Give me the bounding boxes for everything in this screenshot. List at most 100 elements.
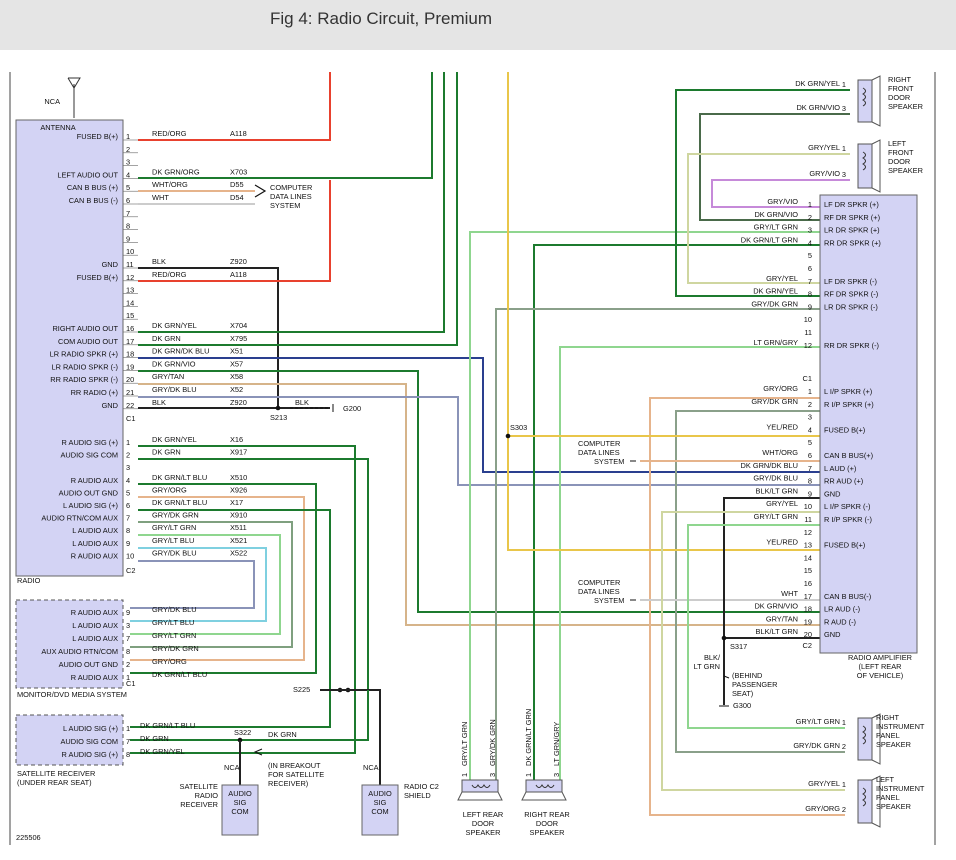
sp-line: INSTRUMENT bbox=[876, 722, 925, 731]
wire-color-label: DK GRN/YEL bbox=[152, 435, 197, 444]
radio-pin-number: 18 bbox=[126, 350, 134, 359]
wire-color-label: GRY/DK BLU bbox=[753, 474, 798, 483]
monitor-pin-number: 8 bbox=[126, 647, 130, 656]
wire-color-label: GRY/ORG bbox=[763, 384, 798, 393]
amplifier-box bbox=[819, 194, 918, 654]
amp-pin-function: RR DR SPKR (-) bbox=[824, 341, 879, 350]
radio-box bbox=[15, 119, 124, 577]
wire-color-label: WHT/ORG bbox=[152, 180, 188, 189]
connector-label: C2 bbox=[803, 641, 812, 650]
circuit-label: X16 bbox=[230, 435, 243, 444]
speaker-icon bbox=[871, 75, 881, 127]
wire-color-label: DK GRN/YEL bbox=[140, 747, 185, 756]
wire-color-label: GRY/TAN bbox=[766, 614, 798, 623]
coil-icon bbox=[862, 725, 866, 745]
radio-pin-number: 21 bbox=[126, 388, 134, 397]
wire-color-label: DK GRN/LT BLU bbox=[152, 473, 207, 482]
speaker-icon bbox=[461, 779, 499, 793]
wire-lr-spkr-plus bbox=[138, 357, 820, 473]
amp-pin-number: 17 bbox=[804, 592, 812, 601]
splice-label: S225 bbox=[293, 685, 310, 694]
cap-line: RADIO C2 bbox=[404, 782, 439, 791]
speaker-pin: 1 bbox=[842, 144, 846, 153]
speaker-icon bbox=[871, 775, 881, 828]
radio-pin-number: 17 bbox=[126, 337, 134, 346]
wire-color-label: DK GRN/VIO bbox=[754, 210, 798, 219]
sp-line: DOOR bbox=[472, 819, 494, 828]
connector-label: C1 bbox=[126, 414, 135, 423]
circuit-label: X52 bbox=[230, 385, 243, 394]
circuit-label: Z920 bbox=[230, 257, 247, 266]
amp-pin-number: 6 bbox=[808, 451, 812, 460]
splice-label: S317 bbox=[730, 642, 747, 651]
radio-pin-number: 5 bbox=[126, 488, 130, 497]
radio-pin-function: GND bbox=[102, 401, 118, 410]
wire-color-label: DK GRN bbox=[152, 448, 181, 457]
wire-color-label: DK GRN/LT GRN bbox=[741, 235, 798, 244]
speaker-pin: 1 bbox=[842, 80, 846, 89]
wire-r-audio-aux-2 bbox=[130, 560, 255, 609]
coil-icon bbox=[471, 784, 491, 788]
amp-pin-function: GND bbox=[824, 489, 840, 498]
speaker-icon bbox=[525, 779, 563, 793]
amp-pin-number: 3 bbox=[808, 413, 812, 422]
amp-pin-function: R AUD (-) bbox=[824, 617, 856, 626]
radio-pin-function: LR RADIO SPKR (+) bbox=[50, 350, 118, 359]
amp-pin-function: GND bbox=[824, 630, 840, 639]
connector-label: C1 bbox=[126, 679, 135, 688]
sp-line: SPEAKER bbox=[466, 828, 501, 837]
sat-line: (UNDER REAR SEAT) bbox=[17, 778, 92, 787]
sp-line: DOOR bbox=[888, 93, 910, 102]
wire-color-label: DK GRN/YEL bbox=[753, 287, 798, 296]
cdl-line: COMPUTER bbox=[578, 578, 620, 587]
amp-pin-function: CAN B BUS(+) bbox=[824, 451, 873, 460]
wire-color-label: LT GRN/GRY bbox=[552, 722, 561, 766]
wire-l-audio-aux bbox=[130, 534, 281, 635]
wire-color-label: DK GRN/VIO bbox=[796, 103, 840, 112]
wire-color-label: GRY/LT GRN bbox=[152, 631, 196, 640]
wire-color-label: DK GRN bbox=[140, 734, 169, 743]
amp-pin-number: 12 bbox=[804, 341, 812, 350]
circuit-label: X521 bbox=[230, 536, 247, 545]
amp-pin-number: 1 bbox=[808, 387, 812, 396]
wire-color-label: DK GRN/VIO bbox=[754, 602, 798, 611]
cdl-line: SYSTEM bbox=[594, 457, 624, 466]
amp-pin-function: R I/P SPKR (-) bbox=[824, 515, 872, 524]
circuit-label: X926 bbox=[230, 485, 247, 494]
wire-color-label: BLK bbox=[152, 257, 166, 266]
radio-pin-function: AUDIO RTN/COM AUX bbox=[41, 514, 118, 523]
figure-header: Fig 4: Radio Circuit, Premium bbox=[0, 0, 956, 50]
satellite-pin-function: L AUDIO SIG (+) bbox=[63, 724, 118, 733]
radio-pin-number: 16 bbox=[126, 324, 134, 333]
radio-pin-number: 15 bbox=[126, 311, 134, 320]
amp-pin-function: FUSED B(+) bbox=[824, 541, 865, 550]
splice-label: S322 bbox=[234, 728, 251, 737]
box-line: COM bbox=[231, 807, 248, 816]
radio-pin-number: 3 bbox=[126, 158, 130, 167]
wire-right-audio-out bbox=[138, 72, 445, 333]
satellite-box bbox=[15, 714, 124, 766]
satellite-pin-number: 1 bbox=[126, 724, 130, 733]
wire-color-label: DK GRN/LT BLU bbox=[152, 498, 207, 507]
wire-rr-plus bbox=[533, 244, 820, 780]
wire-color-label: DK GRN/LT BLU bbox=[140, 721, 195, 730]
amp-pin-number: 11 bbox=[804, 328, 812, 337]
speaker-pin: 1 bbox=[842, 780, 846, 789]
wire-fused-b-2 bbox=[138, 180, 331, 282]
radio-pin-function: R AUDIO AUX bbox=[71, 551, 118, 560]
radio-pin-number: 8 bbox=[126, 526, 130, 535]
radio-pin-number: 6 bbox=[126, 196, 130, 205]
wire-color-label: GRY/DK BLU bbox=[152, 548, 197, 557]
amp-pin-number: 12 bbox=[804, 528, 812, 537]
cap-line: SATELLITE bbox=[180, 782, 219, 791]
wire-color-label: GRY/LT GRN bbox=[754, 512, 798, 521]
monitor-label: MONITOR/DVD MEDIA SYSTEM bbox=[17, 690, 127, 699]
